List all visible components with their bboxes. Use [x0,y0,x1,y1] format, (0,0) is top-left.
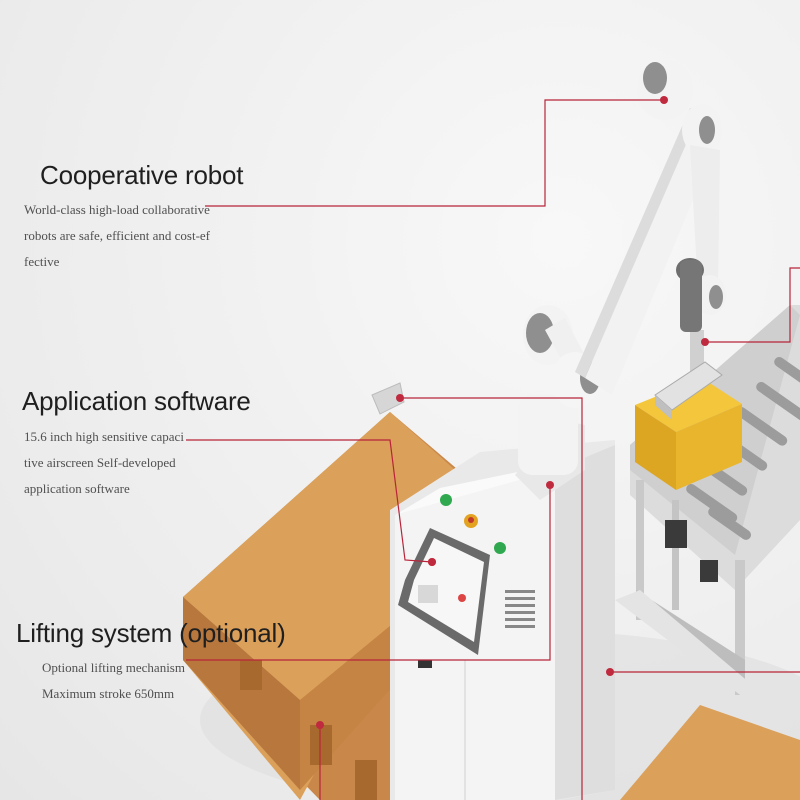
vent-grille [505,590,535,628]
leader-lines [186,99,800,800]
callout-application-software: Application software [22,386,251,417]
leader-line-cooperative-robot [205,99,664,207]
yellow-carton [635,378,742,490]
description-line: tive airscreen Self-developed [24,455,176,470]
description-line: 15.6 inch high sensitive capaci [24,429,184,444]
pallet-bracket [371,382,405,415]
callout-description-application-software: 15.6 inch high sensitive capaci tive air… [24,424,184,502]
callout-lifting-system: Lifting system (optional) [16,618,286,649]
touchscreen [398,528,490,655]
leader-line-cabinet [400,397,583,800]
callout-description-lifting-system: Optional lifting mechanism Maximum strok… [42,655,185,707]
callout-title: Lifting system (optional) [16,618,286,648]
description-line: application software [24,481,130,496]
control-buttons [440,494,506,554]
leader-line-application-software [186,439,433,563]
description-line: Optional lifting mechanism [42,660,185,675]
roller-conveyor [630,305,800,695]
leader-line-conveyor [705,267,800,343]
description-line: robots are safe, efficient and cost-ef [24,228,211,243]
description-line: fective [24,254,60,269]
callout-description-cooperative-robot: World-class high-load collaborative robo… [24,197,210,275]
callout-cooperative-robot: Cooperative robot [40,160,243,191]
right-pallet [620,705,800,800]
base-plate [615,590,770,710]
description-line: World-class high-load collaborative [24,202,210,217]
leader-dots [316,96,709,729]
leader-line-lifting-system [186,485,551,661]
collaborative-robot-arm [515,60,726,500]
callout-title: Cooperative robot [40,160,244,190]
vacuum-gripper [654,330,723,420]
callout-title: Application software [22,386,251,416]
description-line: Maximum stroke 650mm [42,686,175,701]
